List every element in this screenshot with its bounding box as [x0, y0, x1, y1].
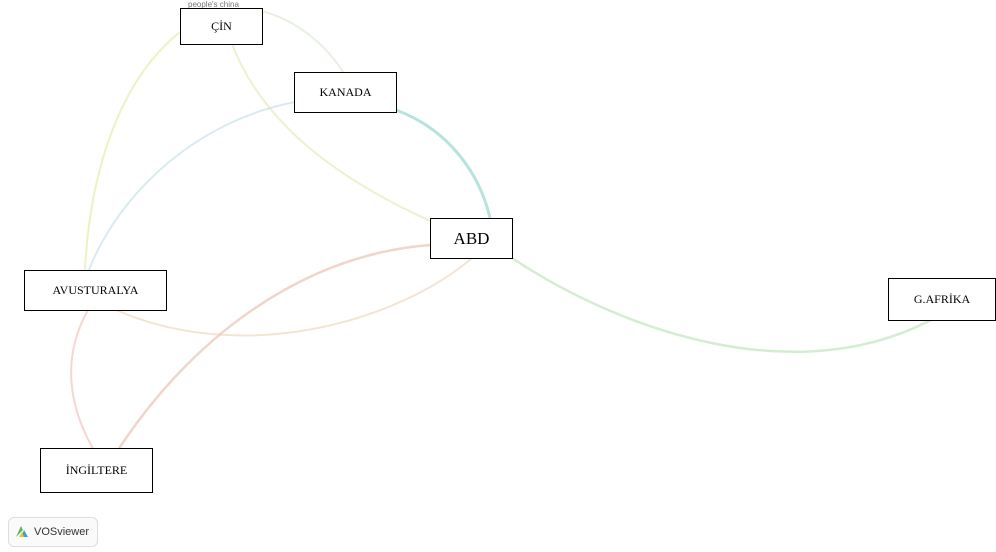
link-kanada-abd	[395, 108, 492, 219]
link-abd-ingiltere	[116, 243, 431, 451]
vosviewer-badge[interactable]: VOSviewer	[8, 517, 98, 547]
node-ingiltere[interactable]: İNGİLTERE	[40, 448, 153, 493]
link-abd-gafrika	[511, 256, 941, 354]
link-cin-abd	[231, 43, 471, 239]
link-kanada-avusturalya	[87, 101, 296, 273]
node-abd[interactable]: ABD	[430, 218, 513, 259]
node-cin-label: ÇİN	[211, 19, 232, 33]
link-avusturalya-ingiltere	[70, 309, 96, 453]
node-kanada-label: KANADA	[319, 85, 372, 99]
hidden-node-label: people's china	[188, 0, 239, 9]
node-cin[interactable]: ÇİN	[180, 8, 263, 45]
vosviewer-brand-text: VOSviewer	[34, 526, 90, 538]
link-abd-avusturalya	[104, 257, 473, 337]
node-gafrika-label: G.AFRİKA	[913, 292, 971, 306]
vosviewer-logo-icon	[14, 523, 30, 542]
node-avusturalya[interactable]: AVUSTURALYA	[24, 270, 167, 311]
link-cin-kanada	[257, 9, 346, 76]
node-ingiltere-label: İNGİLTERE	[65, 463, 128, 477]
node-avusturalya-label: AVUSTURALYA	[52, 283, 139, 297]
node-kanada[interactable]: KANADA	[294, 72, 397, 113]
node-abd-label: ABD	[453, 228, 490, 248]
link-cin-avusturalya	[84, 31, 181, 271]
node-gafrika[interactable]: G.AFRİKA	[888, 278, 996, 321]
